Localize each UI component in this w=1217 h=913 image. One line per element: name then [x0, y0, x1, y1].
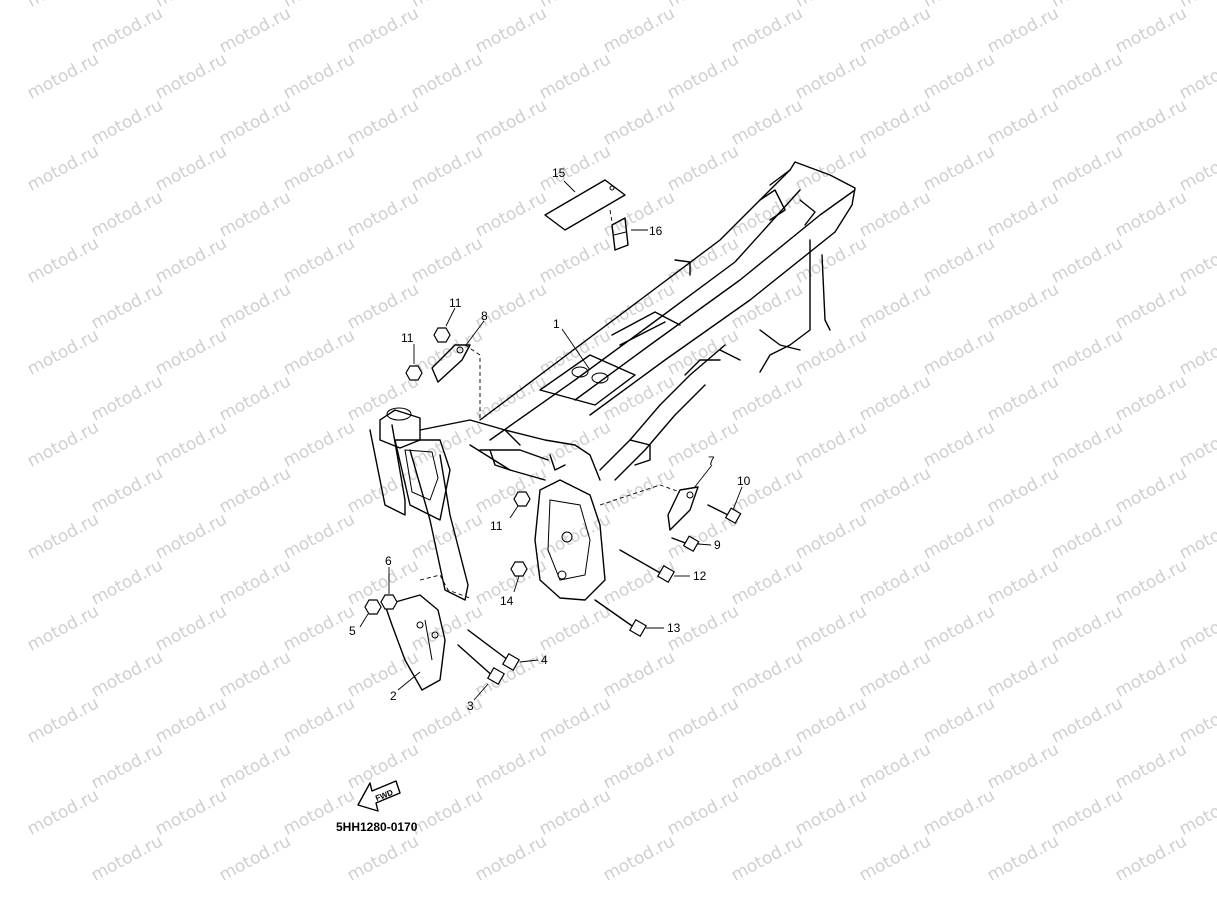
callout-10: 10: [737, 474, 751, 488]
callout-12: 12: [693, 569, 707, 583]
callout-11-top: 11: [449, 296, 462, 310]
callout-11-center: 11: [490, 519, 503, 533]
callout-5: 5: [349, 624, 356, 638]
callout-15: 15: [552, 166, 566, 180]
callout-14: 14: [500, 594, 514, 608]
fwd-arrow-icon: FWD: [357, 780, 401, 812]
callout-3: 3: [467, 699, 474, 713]
callout-6: 6: [385, 554, 392, 568]
main-frame: [369, 161, 856, 601]
engine-bracket-part: [384, 594, 446, 691]
callout-13: 13: [667, 621, 681, 635]
callout-9: 9: [714, 538, 721, 552]
callout-8: 8: [481, 309, 488, 323]
callout-2: 2: [390, 689, 397, 703]
fasteners: [364, 327, 742, 686]
callout-4: 4: [541, 653, 548, 667]
callout-1: 1: [553, 317, 560, 331]
leader-lines: [359, 180, 743, 701]
callout-16: 16: [649, 224, 663, 238]
label-sheet-part: [544, 179, 626, 231]
holder-part: [611, 217, 629, 251]
alignment-lines: [419, 209, 681, 599]
callout-7: 7: [708, 454, 715, 468]
callout-11-left: 11: [401, 331, 414, 345]
bracket-part: [431, 344, 471, 383]
rear-bracket-part: [667, 486, 699, 531]
diagram-code: 5HH1280-0170: [336, 820, 418, 834]
